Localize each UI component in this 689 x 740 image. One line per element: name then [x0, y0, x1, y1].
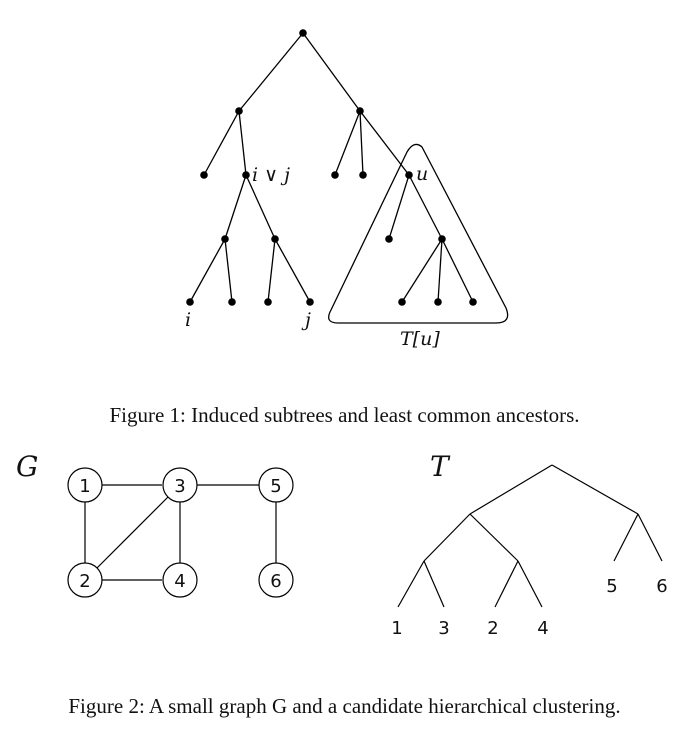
tree2-edge — [423, 513, 471, 562]
tree-leaf — [398, 298, 406, 306]
tree-node — [356, 107, 364, 115]
graph-node-3 — [162, 467, 198, 503]
tree-leaf — [469, 298, 477, 306]
graph-node-label: 4 — [174, 571, 185, 592]
tree-node — [331, 171, 339, 179]
tree2-leaf-label: 5 — [606, 576, 617, 597]
tree-edge — [245, 174, 276, 240]
tree-edge — [238, 110, 247, 176]
tree-leaf-j — [306, 298, 314, 306]
graph-node-2 — [67, 562, 103, 598]
tree-label: T — [430, 450, 451, 483]
graph-edges — [84, 484, 277, 581]
tree-edge — [441, 238, 474, 303]
tree2-edge — [423, 560, 445, 608]
tree2-edge — [551, 464, 639, 515]
tree-edge — [203, 110, 240, 176]
tree-leaf-i — [186, 298, 194, 306]
tree-edge — [267, 238, 276, 303]
clustering-tree — [397, 464, 663, 608]
tree-node — [221, 235, 229, 243]
graph-node-label: 2 — [79, 571, 90, 592]
graph-node-1 — [67, 467, 103, 503]
tree-node-lca — [242, 171, 250, 179]
graph-node-5 — [258, 467, 294, 503]
figure1-caption: Figure 1: Induced subtrees and least com… — [109, 403, 580, 427]
label-subtree: T[u] — [400, 328, 440, 350]
tree2-edge — [397, 560, 425, 608]
label-lca: i ∨ j — [252, 164, 290, 186]
tree-node — [271, 235, 279, 243]
tree2-leaf-label: 3 — [438, 618, 449, 639]
tree-leaf — [228, 298, 236, 306]
tree-edge — [437, 238, 443, 303]
tree-edge — [359, 110, 410, 176]
graph-node-4 — [162, 562, 198, 598]
tree-edge — [302, 32, 361, 112]
graph-node-label: 3 — [174, 476, 185, 497]
tree-edge — [408, 174, 443, 240]
figure1-nodes — [186, 29, 477, 306]
tree-node — [235, 107, 243, 115]
tree-node-root — [299, 29, 307, 37]
graph-node-label: 6 — [270, 571, 281, 592]
tree-node — [200, 171, 208, 179]
tree-edge — [224, 174, 247, 240]
subtree-outline — [328, 143, 509, 324]
tree-node-u — [405, 171, 413, 179]
tree2-leaf-label: 1 — [391, 618, 402, 639]
tree2-edge — [469, 464, 553, 515]
graph-nodes — [67, 467, 294, 598]
tree-edge — [334, 110, 361, 176]
figure1-tree — [189, 32, 509, 324]
tree2-edge — [613, 513, 639, 562]
graph-edge-2-3 — [96, 496, 169, 569]
tree2-leaf-label: 4 — [537, 618, 548, 639]
tree2-edge — [517, 560, 543, 608]
graph-label: G — [16, 450, 38, 483]
tree-edge — [189, 238, 226, 303]
tree2-leaf-label: 2 — [487, 618, 498, 639]
tree2-edge — [494, 560, 519, 608]
tree-edge — [388, 174, 410, 240]
graph-node-label: 5 — [270, 476, 281, 497]
label-i: i — [185, 309, 191, 331]
label-u: u — [416, 163, 428, 185]
tree-leaf — [264, 298, 272, 306]
tree-edge — [359, 110, 364, 176]
tree2-edge — [637, 513, 663, 562]
graph-node-label: 1 — [79, 476, 90, 497]
tree-edge — [238, 32, 304, 112]
tree-node — [438, 235, 446, 243]
tree-leaf — [434, 298, 442, 306]
tree-edge — [274, 238, 311, 303]
tree-edge — [224, 238, 233, 303]
tree2-edge — [469, 513, 519, 562]
graph-node-6 — [258, 562, 294, 598]
tree-node — [385, 235, 393, 243]
tree2-leaf-label: 6 — [656, 576, 667, 597]
tree-node — [359, 171, 367, 179]
figure2-caption: Figure 2: A small graph G and a candidat… — [68, 694, 621, 718]
label-j: j — [301, 309, 311, 331]
tree-edge — [401, 238, 443, 303]
